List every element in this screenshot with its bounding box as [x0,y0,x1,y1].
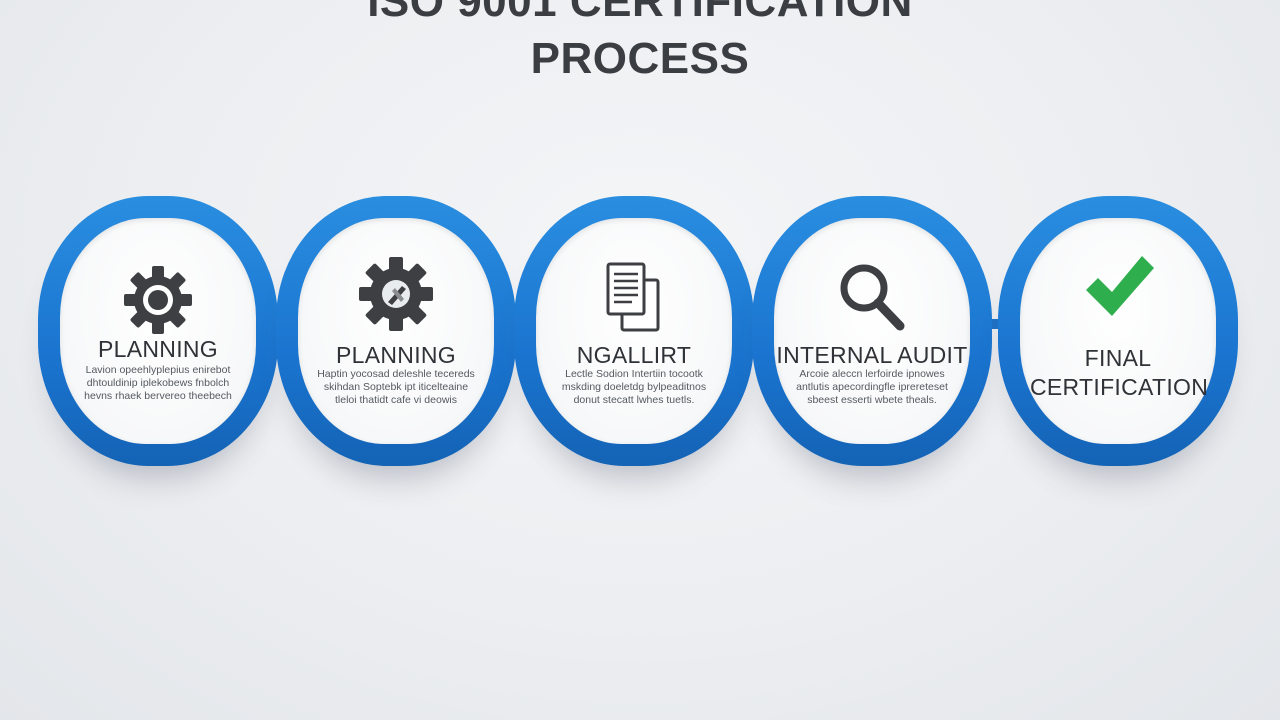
step-4-card: INTERNAL AUDIT Arcoie aleccn lerfoirde i… [774,218,970,444]
step-5-title: FINAL CERTIFICATION [1030,345,1209,400]
step-2-card: PLANNING Haptin yocosad deleshle tecered… [298,218,494,444]
gear-icon [118,260,198,340]
step-1-card: PLANNING Lavion opeehlyplepius enirebot … [60,218,256,444]
documents-icon [594,258,674,338]
step-5-card: FINAL CERTIFICATION [1020,218,1216,444]
step-3-description: Lectle Sodion Intertiin tocootk mskding … [561,368,707,406]
step-internal-audit: INTERNAL AUDIT Arcoie aleccn lerfoirde i… [752,196,992,466]
step-1-description: Lavion opeehlyplepius enirebot dhtouldin… [84,364,232,402]
step-3-title: NGALLIRT [576,342,692,368]
magnifier-icon [832,258,912,338]
step-4-description: Arcoie aleccn lerfoirde ipnowes antlutis… [796,368,948,406]
step-2-description: Haptin yocosad deleshle tecereds skihdan… [317,368,475,406]
gear-tools-icon [356,254,436,334]
step-final-certification: FINAL CERTIFICATION [998,196,1238,466]
step-1-title: PLANNING [98,336,218,362]
checkmark-icon [1078,246,1158,326]
connector-4-5 [984,319,1010,329]
step-planning-1: PLANNING Lavion opeehlyplepius enirebot … [38,196,278,466]
step-3: NGALLIRT Lectle Sodion Intertiin tocootk… [514,196,754,466]
step-2-title: PLANNING [336,342,456,368]
diagram-title-line-2: PROCESS [530,34,750,83]
diagram-title-line-1: ISO 9001 CERTIFICATION [367,0,913,26]
step-3-card: NGALLIRT Lectle Sodion Intertiin tocootk… [536,218,732,444]
step-planning-2: PLANNING Haptin yocosad deleshle tecered… [276,196,516,466]
step-4-title: INTERNAL AUDIT [776,342,968,368]
